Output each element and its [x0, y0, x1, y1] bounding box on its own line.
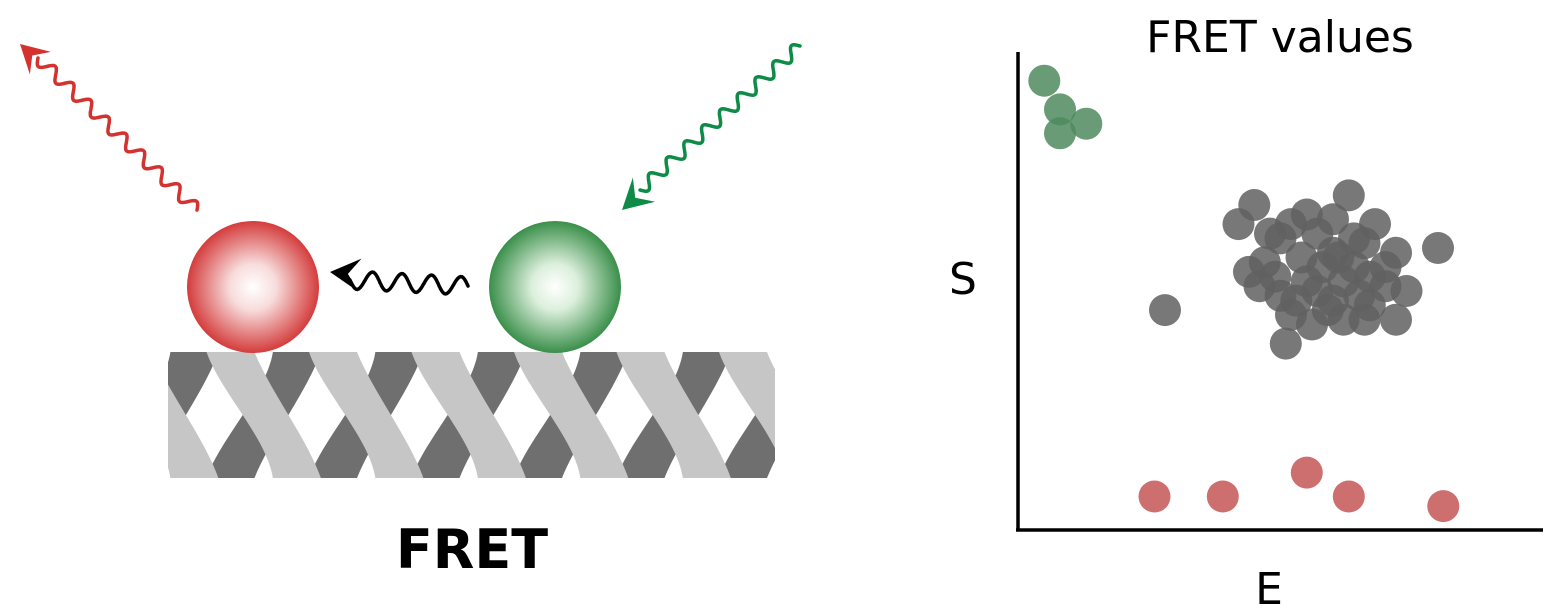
y-axis-label: S	[949, 254, 977, 305]
data-point	[1206, 480, 1239, 513]
data-point	[1028, 64, 1061, 97]
dna-strand-dark	[719, 381, 775, 478]
scatter-points	[1028, 64, 1460, 523]
data-point	[1390, 275, 1423, 307]
plot-title: FRET values	[1146, 12, 1414, 63]
emission-wavy-arrow	[35, 56, 200, 212]
dna-strand-light	[514, 352, 629, 478]
data-point	[1296, 308, 1328, 341]
data-point	[1222, 208, 1255, 241]
fret-diagram: FRET	[20, 43, 802, 581]
fret-label: FRET	[396, 518, 548, 581]
data-point	[1353, 289, 1386, 322]
data-point	[1332, 480, 1365, 513]
dna-helix	[168, 352, 775, 478]
dna-strand-light	[206, 352, 321, 478]
dna-strand-light	[616, 352, 731, 478]
data-point	[1149, 294, 1181, 327]
donor-fluorophore	[489, 221, 621, 353]
excitation-arrowhead-icon	[622, 177, 656, 210]
data-point	[1290, 265, 1323, 298]
data-point	[1427, 490, 1460, 523]
dna-strand-light	[411, 352, 526, 478]
data-point	[1290, 456, 1323, 489]
data-point	[1138, 480, 1171, 513]
data-point	[1269, 327, 1302, 360]
dna-strand-light	[168, 384, 219, 478]
data-point	[1285, 241, 1318, 274]
x-axis-label: E	[1255, 564, 1283, 614]
data-point	[1070, 107, 1103, 140]
data-point	[1259, 260, 1292, 293]
dna-strand-light	[719, 352, 775, 449]
dna-strand-light	[309, 352, 424, 478]
data-point	[1317, 284, 1349, 317]
data-point	[1422, 232, 1454, 264]
data-point	[1380, 303, 1412, 336]
data-point	[1332, 179, 1365, 212]
excitation-wavy-arrow	[638, 43, 802, 193]
acceptor-fluorophore	[187, 221, 319, 353]
data-point	[1317, 203, 1349, 236]
data-point	[1264, 222, 1297, 255]
data-point	[1338, 222, 1370, 255]
energy-transfer-wavy-arrow	[348, 270, 470, 296]
energy-transfer-arrowhead-icon	[330, 258, 362, 292]
emission-arrowhead-icon	[20, 44, 51, 75]
data-point	[1044, 117, 1076, 150]
data-point	[1044, 93, 1076, 126]
fret-values-plot: FRET values S E	[949, 12, 1543, 614]
